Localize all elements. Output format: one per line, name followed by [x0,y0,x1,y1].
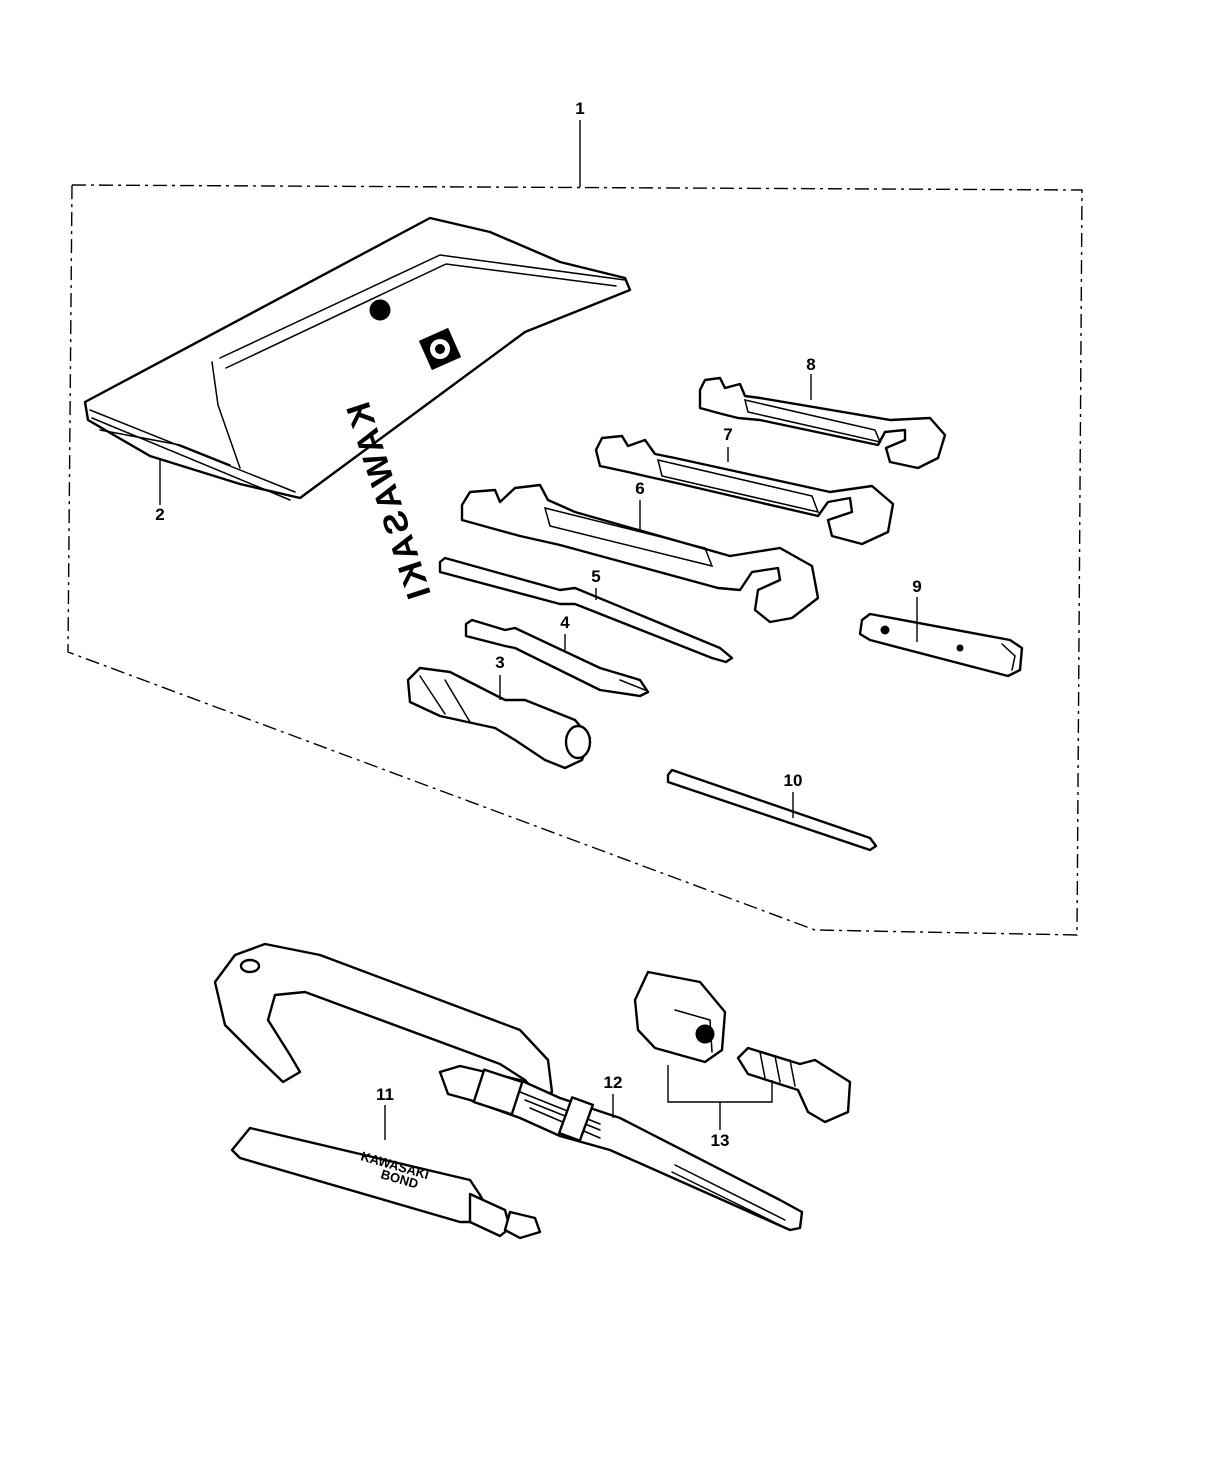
wrench-large [460,483,820,624]
tool-bag: KAWASAKI [83,216,632,606]
kawasaki-emblem-icon [418,327,462,371]
screwdriver-handle [406,666,592,770]
bag-snap-button [369,299,391,321]
hook-puller [213,942,804,1232]
adapter-and-bolt [633,970,852,1124]
callout-2: 2 [155,505,164,524]
callout-5: 5 [591,567,600,586]
callout-4: 4 [560,613,570,632]
callout-10: 10 [784,771,803,790]
callout-7: 7 [723,425,732,444]
screwdriver-bit-phillips [464,618,650,698]
bond-tube: KAWASAKI BOND [230,1126,542,1240]
callout-3: 3 [495,653,504,672]
tommy-bar [666,768,878,852]
callout-11: 11 [376,1085,394,1104]
callout-8: 8 [806,355,815,374]
callout-12: 12 [604,1073,623,1092]
wrench-medium [594,434,895,546]
callout-13: 13 [711,1131,730,1150]
plug-wrench [858,612,1024,678]
callout-6: 6 [635,479,644,498]
kit-boundary [67,184,1083,936]
wrench-small [698,376,947,470]
callout-9: 9 [912,577,921,596]
callout-1: 1 [575,99,584,118]
screwdriver-bit-flat [438,556,734,664]
